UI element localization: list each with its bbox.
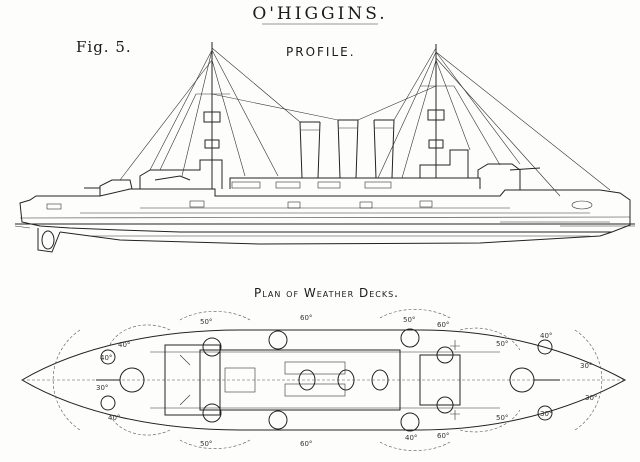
arc-label: 50° bbox=[496, 414, 508, 422]
arc-label: 30° bbox=[96, 384, 108, 392]
arc-label: 50° bbox=[403, 316, 415, 324]
profile-fore-turret bbox=[477, 163, 521, 190]
arc-label: 60° bbox=[437, 432, 449, 440]
arc-label: 50° bbox=[200, 318, 212, 326]
arc-label: 40° bbox=[100, 354, 112, 362]
profile-funnels bbox=[299, 119, 395, 179]
arc-label: 60° bbox=[300, 440, 312, 448]
profile-underbody bbox=[59, 231, 613, 245]
arc-label: 50° bbox=[200, 440, 212, 448]
arc-label: 30° bbox=[540, 410, 552, 418]
plan-label: Plan of Weather Decks. bbox=[254, 286, 399, 300]
arc-label: 50° bbox=[496, 340, 508, 348]
plan-arc-labels: 50° 60° 50° 60° 40° 40° 50° 40° 30° 30° … bbox=[96, 314, 597, 448]
profile-propeller bbox=[41, 230, 55, 250]
profile-hull bbox=[19, 188, 631, 233]
profile-superstructure bbox=[139, 149, 481, 189]
profile-label: PROFILE. bbox=[286, 45, 356, 59]
arc-label: 40° bbox=[405, 434, 417, 442]
plan-guns bbox=[96, 328, 560, 432]
profile-rigging bbox=[119, 47, 611, 197]
arc-label: 30° bbox=[580, 362, 592, 370]
plan-forward-deckhouse bbox=[419, 354, 461, 406]
profile-aft-turret bbox=[99, 179, 133, 196]
plan-firing-arcs bbox=[52, 309, 603, 451]
arc-label: 60° bbox=[300, 314, 312, 322]
plan-funnels bbox=[298, 369, 389, 391]
profile-masts bbox=[196, 42, 454, 189]
figure-number: Fig. 5. bbox=[76, 38, 132, 56]
arc-label: 60° bbox=[437, 321, 449, 329]
arc-label: 30° bbox=[585, 394, 597, 402]
arc-label: 40° bbox=[118, 341, 130, 349]
plan-aft-deckhouse bbox=[164, 344, 221, 416]
arc-label: 40° bbox=[108, 414, 120, 422]
ship-title: O'HIGGINS. bbox=[252, 4, 388, 24]
profile-rudder bbox=[37, 228, 61, 253]
arc-label: 40° bbox=[540, 332, 552, 340]
profile-ports bbox=[46, 200, 593, 210]
